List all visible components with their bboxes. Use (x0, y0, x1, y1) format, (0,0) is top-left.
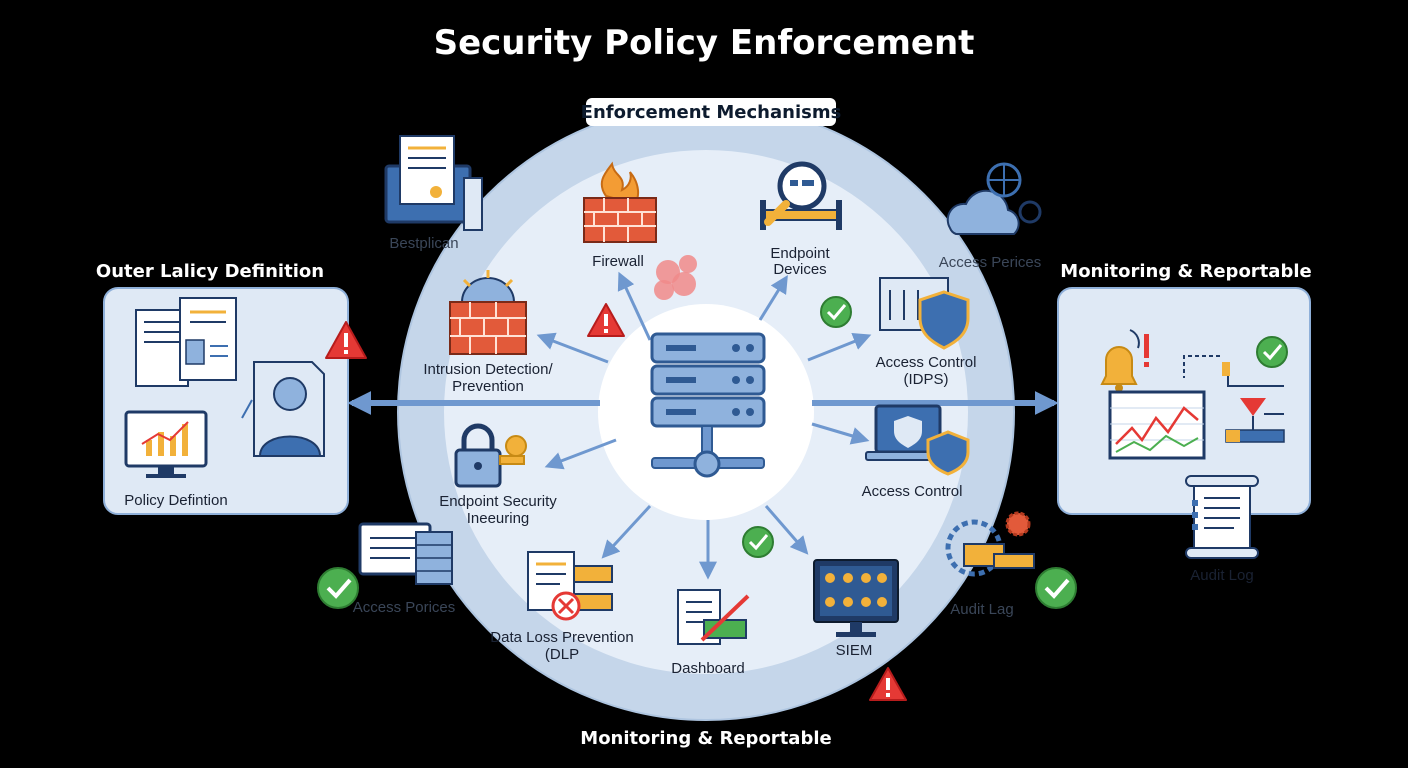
access-control-idps-label-2: (IDPS) (904, 371, 949, 388)
endpoint-devices-label-2: Devices (773, 261, 826, 278)
dashboard-label: Dashboard (671, 660, 744, 677)
ring-label-bottom-text: Monitoring & Reportable (580, 728, 831, 749)
outer-item-bottom-left-label: Access Porices (353, 599, 456, 616)
access-control-idps-label-1: Access Control (876, 354, 977, 371)
ring-label-top-text: Enforcement Mechanisms (581, 102, 842, 123)
check-icon (742, 526, 774, 558)
user-icon (241, 361, 325, 457)
left-panel-heading: Outer Lalicy Definition (96, 261, 324, 282)
chart-monitor-icon (124, 410, 208, 478)
intrusion-label-1: Intrusion Detection/ (423, 361, 553, 378)
check-icon (820, 296, 852, 328)
bell-icon (1100, 329, 1149, 392)
endpoint-security-label-2: Ineeuring (467, 510, 530, 527)
server-icon (650, 332, 766, 478)
right-panel-heading: Monitoring & Reportable (1060, 261, 1311, 282)
page-title: Security Policy Enforcement (434, 23, 975, 63)
check-icon (317, 567, 359, 609)
outer-item-top-left-label: Bestplican (389, 235, 458, 252)
warning-icon (869, 667, 907, 701)
scroll-icon (1185, 475, 1259, 559)
radial-arrows (536, 271, 872, 580)
dlp-label-1: Data Loss Prevention (490, 629, 633, 646)
dlp-label-2: (DLP (545, 646, 579, 663)
endpoint-devices-label-1: Endpoint (770, 245, 830, 262)
magnifier-icon (760, 161, 842, 230)
firewall-icon (583, 161, 657, 243)
siem-monitor-icon (813, 559, 899, 637)
warning-icon (587, 303, 625, 337)
siem-label: SIEM (836, 642, 873, 659)
chart-icon (1108, 390, 1206, 460)
check-icon (1035, 567, 1077, 609)
gear-icon (945, 511, 1035, 577)
blob-icon (654, 255, 697, 300)
outer-item-top-right-label: Access Perices (939, 254, 1042, 271)
left-panel-caption: Policy Defintion (124, 492, 227, 509)
check-icon (1256, 336, 1288, 368)
document-icon (527, 551, 613, 621)
computer-document-icon (384, 135, 483, 231)
monitor-wall-icon (358, 522, 453, 585)
outer-item-bottom-right-label: Audit Lag (950, 601, 1013, 618)
lock-key-icon (454, 423, 527, 488)
cloud-icon (946, 162, 1042, 235)
flow-icon (1183, 355, 1285, 443)
policy-documents-icon (135, 297, 237, 387)
brick-wall-icon (449, 270, 527, 355)
access-control-label: Access Control (862, 483, 963, 500)
endpoint-security-label-1: Endpoint Security (439, 493, 557, 510)
ring-label-bottom: Monitoring & Reportable (580, 722, 832, 752)
shield-icon (879, 277, 970, 350)
ring-label-top: Enforcement Mechanisms (581, 98, 842, 126)
right-panel-caption: Audit Log (1190, 567, 1253, 584)
intrusion-label-2: Prevention (452, 378, 524, 395)
monitor-icon (865, 404, 970, 476)
warning-icon (325, 321, 367, 359)
firewall-label: Firewall (592, 253, 644, 270)
dashboard-icon (677, 589, 750, 645)
